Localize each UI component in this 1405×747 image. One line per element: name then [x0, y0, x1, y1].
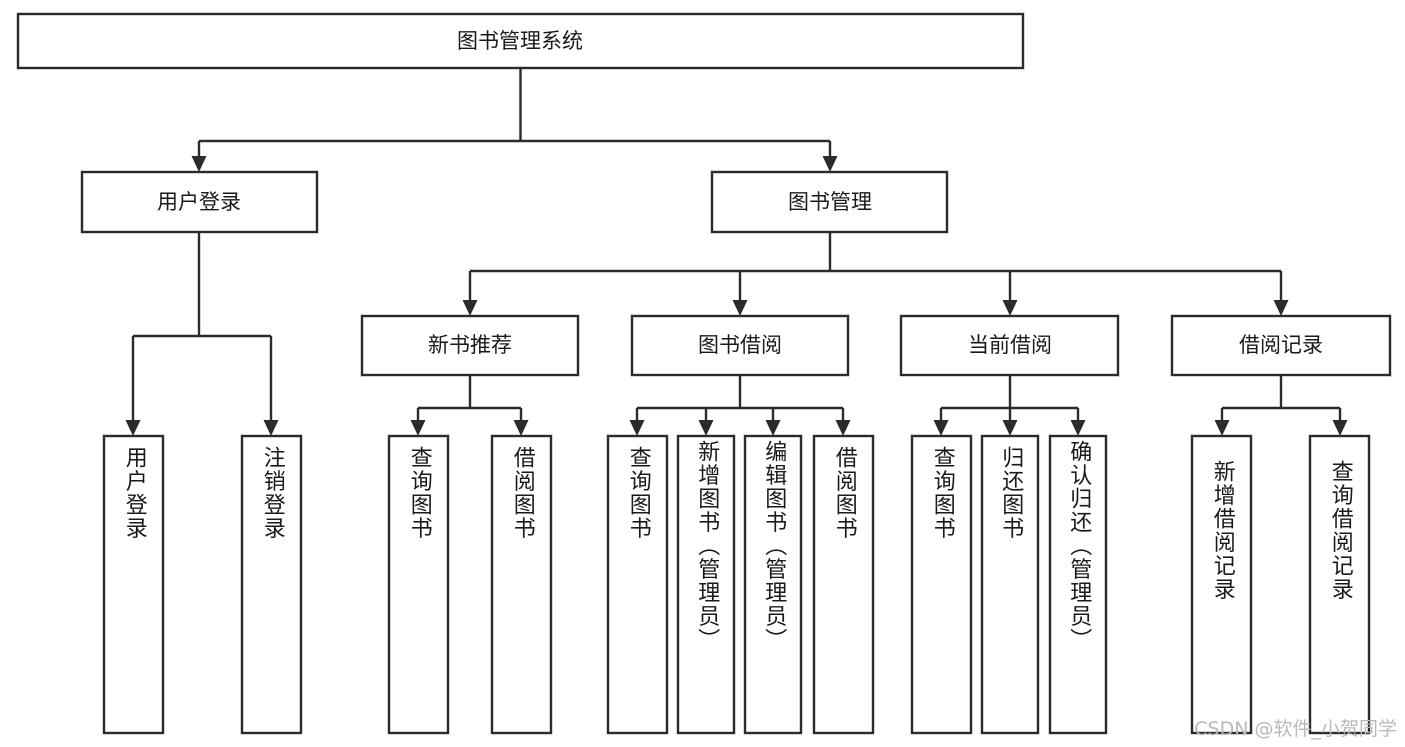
leaf-box-borrow-record-1[interactable] [1308, 434, 1371, 735]
connector-user-login-children [125, 232, 279, 436]
connector-root-to-level2 [191, 68, 838, 172]
node-new-book-box[interactable] [360, 314, 580, 377]
leaf-label: 用户登录 [121, 446, 147, 540]
leaf-label: 确认归还（管理员） [1066, 440, 1092, 652]
leaf-label: 编辑图书（管理员） [761, 440, 787, 652]
node-root-label: 图书管理系统 [457, 29, 583, 53]
leaf-box-book-borrow-3[interactable] [812, 434, 875, 735]
connector-book-manage-children [462, 232, 1289, 316]
leaf-label: 新增图书（管理员） [694, 440, 720, 652]
node-current-borrow-box[interactable] [899, 314, 1120, 377]
node-root-box[interactable] [16, 12, 1025, 70]
leaf-box-new-book-0[interactable] [387, 434, 450, 735]
leaf-box-book-borrow-2[interactable] [743, 434, 803, 735]
node-borrow-record-box[interactable] [1170, 314, 1392, 377]
leaf-box-borrow-record-0[interactable] [1190, 434, 1253, 735]
leaf-box-user-login-0[interactable] [102, 434, 165, 735]
leaf-book-borrow-3[interactable]: 借阅图书 [814, 436, 873, 733]
leaf-label: 新增借阅记录 [1209, 460, 1235, 601]
connector-current-borrow-children [933, 375, 1086, 436]
node-user-login-label: 用户登录 [157, 190, 241, 214]
leaf-label: 借阅图书 [509, 446, 535, 540]
leaf-label: 查询图书 [929, 446, 955, 540]
leaf-book-borrow-2[interactable]: 编辑图书（管理员） [745, 436, 801, 733]
arrow-to-book-manage [822, 156, 838, 172]
connector-book-borrow-children [629, 375, 851, 436]
leaf-label: 查询图书 [406, 446, 432, 540]
node-book-manage-box[interactable] [710, 170, 949, 234]
leaf-label: 借阅图书 [831, 446, 857, 540]
leaf-borrow-record-0[interactable]: 新增借阅记录 [1192, 436, 1251, 733]
leaf-user-login-0[interactable]: 用户登录 [104, 436, 163, 733]
leaf-current-borrow-1[interactable]: 归还图书 [982, 436, 1038, 733]
leaf-label: 查询借阅记录 [1327, 460, 1353, 601]
leaf-current-borrow-2[interactable]: 确认归还（管理员） [1050, 436, 1106, 733]
node-borrow-record-label: 借阅记录 [1239, 333, 1323, 357]
leaf-label: 注销登录 [259, 446, 285, 540]
leaf-borrow-record-1[interactable]: 查询借阅记录 [1310, 436, 1369, 733]
csdn-watermark: CSDN @软件_小贺同学 [1194, 718, 1397, 740]
arrow-to-user-login [191, 156, 207, 172]
node-book-manage-label: 图书管理 [788, 190, 872, 214]
node-new-book-label: 新书推荐 [428, 333, 512, 357]
leaf-label: 查询图书 [625, 446, 651, 540]
leaf-box-book-borrow-1[interactable] [676, 434, 736, 735]
leaf-box-current-borrow-1[interactable] [980, 434, 1040, 735]
leaf-box-current-borrow-0[interactable] [910, 434, 973, 735]
leaf-new-book-0[interactable]: 查询图书 [389, 436, 448, 733]
leaf-box-new-book-1[interactable] [490, 434, 553, 735]
node-user-login-box[interactable] [80, 170, 319, 234]
leaf-box-book-borrow-0[interactable] [606, 434, 669, 735]
node-book-borrow-label: 图书借阅 [698, 333, 782, 357]
leaf-current-borrow-0[interactable]: 查询图书 [912, 436, 971, 733]
node-book-borrow-box[interactable] [630, 314, 850, 377]
connector-new-book-children [410, 375, 529, 436]
leaf-book-borrow-0[interactable]: 查询图书 [608, 436, 667, 733]
leaf-box-user-login-1[interactable] [240, 434, 303, 735]
node-current-borrow-label: 当前借阅 [968, 333, 1052, 357]
leaf-user-login-1[interactable]: 注销登录 [242, 436, 301, 733]
leaf-book-borrow-1[interactable]: 新增图书（管理员） [678, 436, 734, 733]
leaf-box-current-borrow-2[interactable] [1048, 434, 1108, 735]
leaf-label: 归还图书 [998, 446, 1024, 540]
leaf-new-book-1[interactable]: 借阅图书 [492, 436, 551, 733]
connector-borrow-record-children [1214, 375, 1348, 436]
